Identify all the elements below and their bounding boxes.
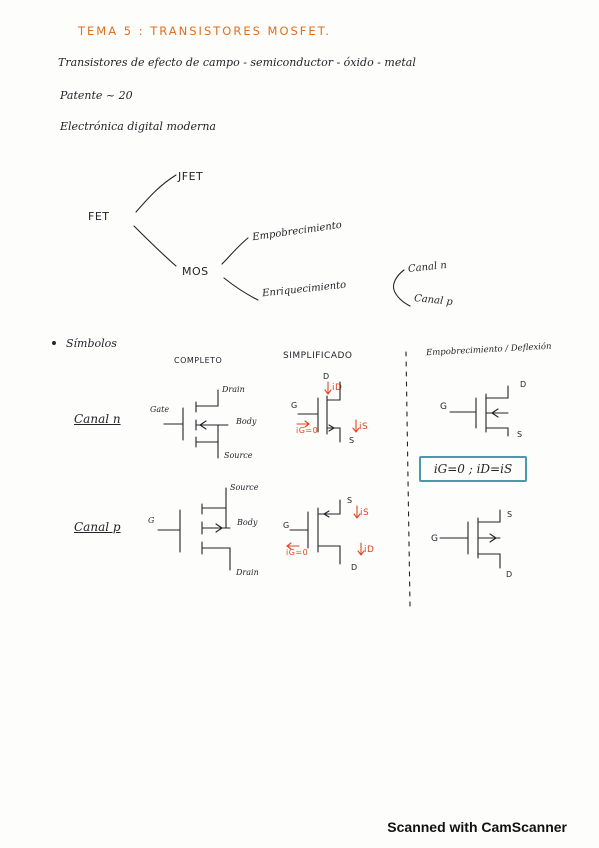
label-drain-p: Drain xyxy=(236,568,259,577)
symbol-complete-n xyxy=(163,389,229,459)
tree-line-jfet xyxy=(135,174,177,213)
tree-mos: MOS xyxy=(182,265,209,278)
arrow-ig-p xyxy=(286,542,300,550)
arrow-id-p xyxy=(357,542,365,556)
label-s-simp-n: S xyxy=(349,436,355,445)
symbol-depletion-p xyxy=(439,509,501,569)
label-source-n: Source xyxy=(224,451,253,460)
label-body-p: Body xyxy=(237,518,258,527)
label-drain-n: Drain xyxy=(222,385,245,394)
symbols-heading: Símbolos xyxy=(66,337,117,350)
label-gate: Gate xyxy=(150,405,170,414)
page-title: TEMA 5 : TRANSISTORES MOSFET. xyxy=(78,24,332,38)
symbol-simplified-p xyxy=(289,499,341,565)
symbol-depletion-n xyxy=(449,385,509,437)
scanner-footer: Scanned with CamScanner xyxy=(387,819,567,835)
patent-line: Patente ~ 20 xyxy=(60,89,133,102)
label-source-p: Source xyxy=(230,483,259,492)
tree-brace xyxy=(392,269,411,307)
arrow-is-n xyxy=(352,419,360,433)
label-g-dep-p: G xyxy=(431,534,439,544)
arrow-id-n xyxy=(324,381,332,395)
equation-box: iG=0 ; iD=iS xyxy=(419,456,527,482)
label-is-simp-p: iS xyxy=(360,508,370,518)
label-ig-simp-n: iG=0 xyxy=(296,426,319,435)
column-divider xyxy=(405,351,411,607)
symbol-complete-p xyxy=(157,487,231,571)
label-d-simp-p: D xyxy=(351,563,358,572)
bullet xyxy=(52,341,56,345)
tree-line-mos xyxy=(133,225,177,267)
digital-line: Electrónica digital moderna xyxy=(60,120,216,133)
label-d-simp-n: D xyxy=(323,372,330,381)
label-g-complete-p: G xyxy=(148,516,155,525)
label-d-dep-n: D xyxy=(520,380,527,389)
arrow-ig-n xyxy=(296,420,310,428)
label-g-simp-p: G xyxy=(283,521,290,530)
label-id-simp-p: iD xyxy=(364,545,375,555)
tree-line-empobrecimiento xyxy=(221,237,249,265)
equation-text: iG=0 ; iD=iS xyxy=(433,462,513,476)
label-s-dep-p: S xyxy=(507,510,513,519)
label-g-simp-n: G xyxy=(291,401,298,410)
row-canal-p: Canal p xyxy=(74,520,121,534)
label-id-simp-n: iD xyxy=(332,383,343,393)
row-canal-n: Canal n xyxy=(74,412,121,426)
label-s-simp-p: S xyxy=(347,496,353,505)
label-s-dep-n: S xyxy=(517,430,523,439)
tree-line-enriquecimiento xyxy=(223,277,259,301)
label-ig-simp-p: iG=0 xyxy=(286,548,309,557)
label-d-dep-p: D xyxy=(506,570,513,579)
col-completo: COMPLETO xyxy=(174,356,223,365)
arrow-is-p xyxy=(353,505,361,519)
label-body-n: Body xyxy=(236,417,257,426)
definition-line: Transistores de efecto de campo - semico… xyxy=(58,56,416,69)
label-g-dep-n: G xyxy=(440,402,448,412)
symbol-simplified-n xyxy=(297,381,341,443)
tree-jfet: JFET xyxy=(178,170,204,183)
tree-root-fet: FET xyxy=(88,210,110,223)
label-is-simp-n: iS xyxy=(359,422,369,432)
col-simplificado: SIMPLIFICADO xyxy=(283,351,353,361)
